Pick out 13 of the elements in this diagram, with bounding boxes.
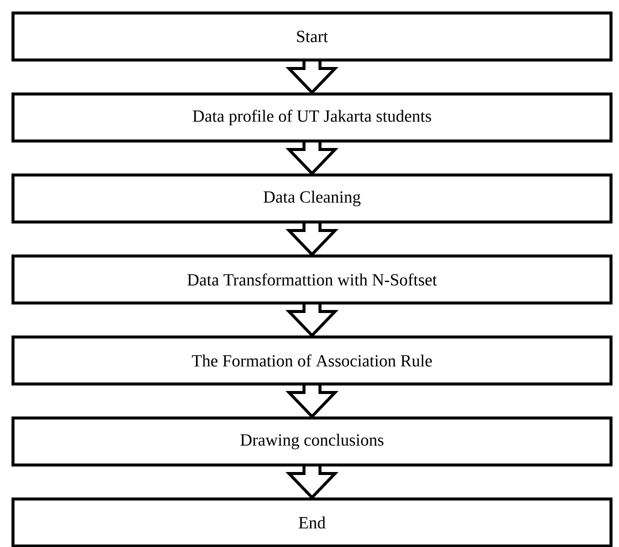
- block-arrow: [285, 303, 339, 338]
- process-box: Drawing conclusions: [12, 416, 612, 466]
- process-box: Data profile of UT Jakarta students: [12, 92, 612, 142]
- block-arrow: [285, 222, 339, 257]
- process-box: Data Transformattion with N-Softset: [12, 254, 612, 304]
- block-arrow: [285, 141, 339, 176]
- process-box: Data Cleaning: [12, 174, 612, 224]
- block-arrow: [285, 465, 339, 500]
- process-box: Start: [12, 12, 612, 62]
- process-box: End: [12, 498, 612, 547]
- process-box: The Formation of Association Rule: [12, 336, 612, 386]
- block-arrow: [285, 384, 339, 419]
- block-arrow: [285, 60, 339, 95]
